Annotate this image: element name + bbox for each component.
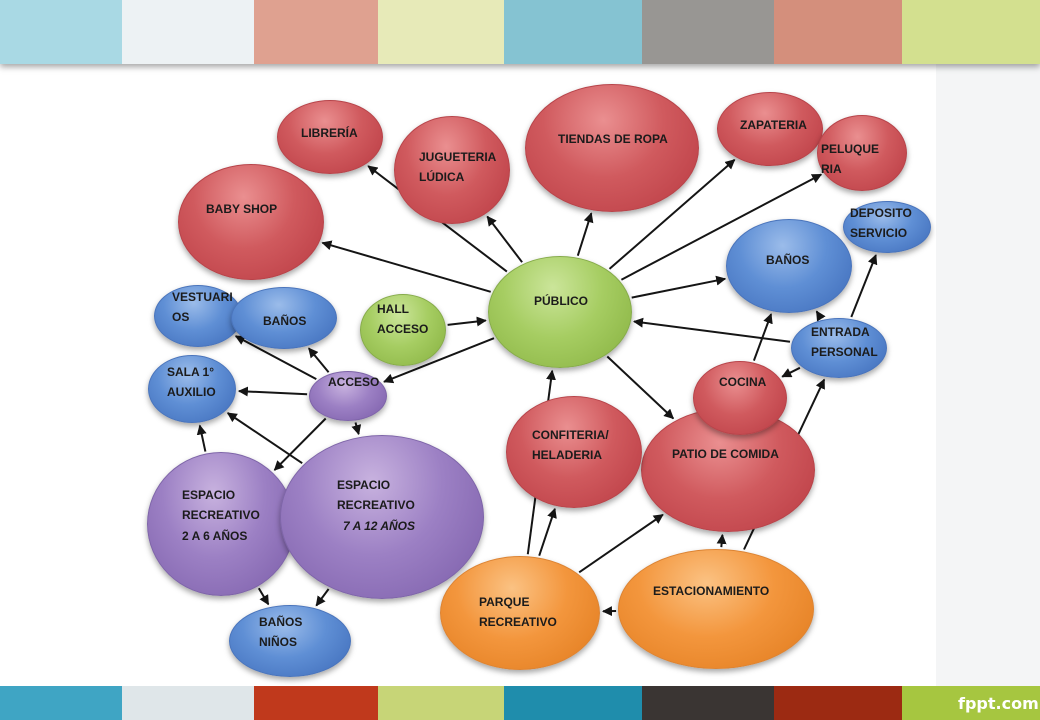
arrow-entrada-to-cocina xyxy=(781,366,801,378)
arrow-esp26-to-sala xyxy=(196,424,207,452)
arrow-esp26-to-banos-ninos xyxy=(257,587,270,606)
arrow-publico-to-tiendas xyxy=(576,212,594,257)
band-top-segment xyxy=(902,0,1040,64)
arrow-cocina-to-banos-r xyxy=(752,313,773,361)
band-bottom-segment xyxy=(642,686,774,720)
band-top-segment xyxy=(378,0,504,64)
connector-arrows xyxy=(196,159,878,617)
arrow-acceso-to-sala xyxy=(237,386,308,397)
arrow-publico-to-libreria xyxy=(367,165,508,273)
band-top-segment xyxy=(504,0,642,64)
arrow-entrada-to-publico xyxy=(633,317,791,343)
arrow-publico-to-zapateria xyxy=(608,159,736,270)
bottom-color-band xyxy=(0,686,1040,720)
arrow-publico-to-peluqueria xyxy=(620,173,823,281)
band-top-segment xyxy=(122,0,254,64)
arrow-publico-to-babyshop xyxy=(321,240,491,293)
band-bottom-segment xyxy=(254,686,378,720)
slide-side-strip xyxy=(936,64,1040,686)
arrow-publico-to-acceso xyxy=(383,337,495,384)
arrow-entrada-to-deposito xyxy=(850,254,878,318)
arrow-parque-to-confiteria xyxy=(538,507,557,557)
arrow-entrada-to-banos-r xyxy=(815,310,826,322)
band-bottom-segment xyxy=(0,686,122,720)
arrow-acceso-to-esp712 xyxy=(351,422,362,436)
brand-logo-text: fppt.com xyxy=(958,694,1039,713)
band-bottom-segment xyxy=(378,686,504,720)
band-bottom-segment xyxy=(902,686,1040,720)
arrow-publico-to-patio xyxy=(606,355,675,420)
arrow-publico-to-jugueteria xyxy=(486,215,523,263)
band-top-segment xyxy=(0,0,122,64)
arrow-acceso-to-banos-l xyxy=(308,347,330,373)
arrow-parque-to-patio xyxy=(578,513,664,574)
band-top-segment xyxy=(254,0,378,64)
band-bottom-segment xyxy=(504,686,642,720)
arrow-esp712-to-banos-ninos xyxy=(315,588,330,607)
arrow-estacionamiento-to-entrada xyxy=(743,378,826,550)
arrow-hall-to-publico xyxy=(447,316,487,327)
band-top-segment xyxy=(642,0,774,64)
band-bottom-segment xyxy=(122,686,254,720)
arrow-estacionamiento-to-patio xyxy=(716,533,727,548)
arrow-publico-to-banos-r xyxy=(631,275,727,299)
arrow-acceso-to-vestuarios xyxy=(234,335,317,380)
band-top-segment xyxy=(774,0,902,64)
arrow-esp712-to-sala xyxy=(226,412,303,465)
top-color-band xyxy=(0,0,1040,64)
band-bottom-segment xyxy=(774,686,902,720)
